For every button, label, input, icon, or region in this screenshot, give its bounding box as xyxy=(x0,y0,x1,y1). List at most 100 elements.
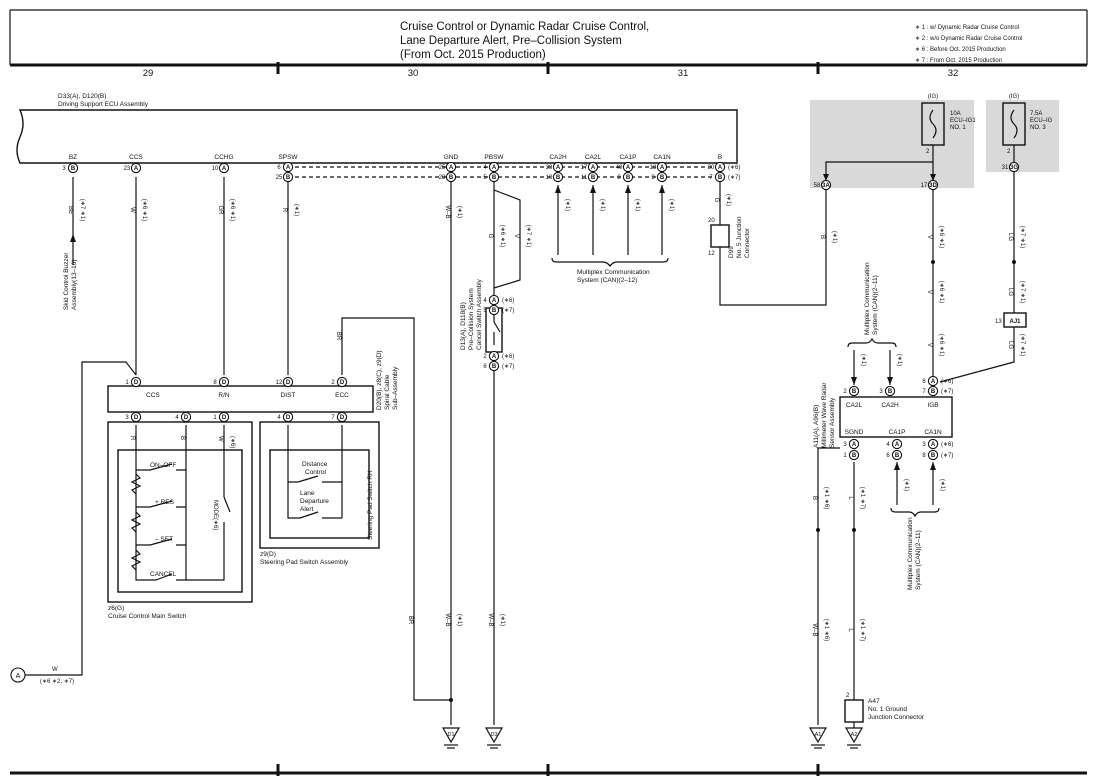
resistor-2 xyxy=(130,511,142,533)
title-line-3: (From Oct. 2015 Production) xyxy=(400,49,546,61)
wire-sgnd-l-color: L xyxy=(847,496,853,500)
pad-label-4: Departure xyxy=(300,498,329,505)
svg-text:B: B xyxy=(660,175,665,181)
pcs-name: Pre–Collision System xyxy=(468,288,475,350)
wire-ccs-note: (∗6 ∗1) xyxy=(141,199,147,221)
buzzer-name2: Assembly(13–16) xyxy=(71,259,78,310)
wire-sgnd-b-color: B xyxy=(811,496,817,500)
svg-text:A: A xyxy=(449,165,454,171)
main-wire-r: R xyxy=(129,436,135,441)
pcs-switch-blade xyxy=(493,321,501,333)
svg-text:B: B xyxy=(492,175,497,181)
svg-text:D: D xyxy=(184,415,189,421)
ecu-pin-ca1p-b: B8 xyxy=(617,171,634,183)
pcs-pin-3: A2 xyxy=(483,350,500,362)
fuse1-pin: 2 xyxy=(926,149,930,155)
svg-text:B: B xyxy=(556,175,561,181)
svg-text:39: 39 xyxy=(546,165,553,171)
spiral-cable-box xyxy=(107,385,374,413)
svg-text:A: A xyxy=(591,165,596,171)
can1-note-c: (∗1) xyxy=(634,199,640,211)
wire-spsw-note: (∗1) xyxy=(293,204,299,216)
ecu-ref: D33(A), D120(B) xyxy=(58,93,106,100)
pad-switch-outer xyxy=(259,421,380,549)
ecu-pin-ca2h-a: A39 xyxy=(546,161,564,173)
ground-d1: D1 xyxy=(441,727,461,749)
svg-text:A: A xyxy=(556,165,561,171)
svg-text:11: 11 xyxy=(581,175,588,181)
ecu-term-ca1n: CA1N xyxy=(653,154,671,161)
radar-term-ca1n: CA1N xyxy=(924,429,942,436)
radar-pin-ca1n-b: B8 xyxy=(922,449,939,461)
svg-text:B: B xyxy=(718,175,723,181)
wire-b-right: B xyxy=(819,235,825,239)
radar-name2: Sensor Assembly xyxy=(829,397,836,448)
junction-pin-top: 20 xyxy=(708,218,715,224)
svg-text:B: B xyxy=(931,453,936,459)
junction-name: No. 5 Junction xyxy=(736,216,743,258)
ecu-pin-ccs: A23 xyxy=(124,162,142,174)
pcs-note-1: (∗6) xyxy=(502,298,514,304)
sw-label-on-off: ON–OFF xyxy=(150,462,176,469)
junction-pin-bot: 12 xyxy=(708,251,715,257)
wire-lg-right-note: (∗7 ∗1) xyxy=(1019,226,1025,248)
spiral-term-rn: R/N xyxy=(218,392,230,399)
fuse1-amp: 10A xyxy=(950,111,961,117)
wire-v-right: V xyxy=(926,235,932,239)
spiral-name2: Sub–Assembly xyxy=(392,366,399,410)
radar-pin-sgnd-b: B1 xyxy=(843,449,860,461)
wire-ccs-color: W xyxy=(129,207,135,213)
svg-text:10: 10 xyxy=(212,166,219,172)
can2-name2: System (CAN)(2–11) xyxy=(872,275,879,335)
wire-lg-right3-note: (∗7 ∗1) xyxy=(1019,334,1025,356)
aj1-pin: 13 xyxy=(995,319,1002,325)
sw-on-off xyxy=(136,463,186,471)
radar-pin-ca1p-a: A4 xyxy=(886,438,903,450)
spiral-lower-pin-2: D1 xyxy=(213,411,230,423)
svg-text:1: 1 xyxy=(125,380,129,386)
column-31: 31 xyxy=(678,68,689,79)
svg-text:A: A xyxy=(852,442,857,448)
ecu-note-b7: (∗7) xyxy=(728,175,740,181)
pcs-pin-2: B5 xyxy=(483,304,500,316)
svg-text:25: 25 xyxy=(439,165,446,171)
ecu-pin-ca2l-b: B11 xyxy=(581,171,599,183)
svg-text:8: 8 xyxy=(922,453,926,459)
ecu-pin-gnd-a: A25 xyxy=(439,161,457,173)
svg-text:B: B xyxy=(852,453,857,459)
can3-name2: System (CAN)(2–11) xyxy=(915,530,922,590)
main-switch-ref: z6(G) xyxy=(108,605,124,612)
svg-text:D: D xyxy=(222,380,227,386)
wire-pbsw xyxy=(493,177,521,300)
wire-gnd-note: (∗1) xyxy=(456,206,462,218)
ground-jc-ref: A47 xyxy=(868,698,880,705)
svg-text:B: B xyxy=(852,389,857,395)
svg-text:D: D xyxy=(134,380,139,386)
pcs-ref: D13(A), D118(B) xyxy=(460,302,467,350)
wire-wb-bottom: W–B xyxy=(811,623,817,636)
can1-note-a: (∗1) xyxy=(564,199,570,211)
ecu-pin-ca1p-a: A40 xyxy=(616,161,634,173)
radar-note-6-bot: (∗6) xyxy=(941,442,953,448)
svg-text:A: A xyxy=(222,166,227,172)
svg-text:B: B xyxy=(895,453,900,459)
main-switch-name: Cruise Control Main Switch xyxy=(108,613,187,620)
aj1-label: AJ1 xyxy=(1009,319,1021,325)
wire-pbsw-note: (∗6 ∗1) xyxy=(499,225,505,247)
svg-text:D: D xyxy=(134,415,139,421)
ecu-pin-spsw-b: B25 xyxy=(276,171,294,183)
main-wire-w: W xyxy=(217,436,223,442)
ecu-pin-b-a: A30 xyxy=(708,161,726,173)
junction-ref: D99 xyxy=(728,246,735,258)
svg-text:7: 7 xyxy=(331,415,335,421)
wire-b-note: (∗1) xyxy=(725,194,731,206)
ground-jc-pin: 2 xyxy=(846,693,850,699)
svg-text:B: B xyxy=(492,364,497,370)
can-bus-3 xyxy=(890,462,940,518)
svg-text:17: 17 xyxy=(581,165,588,171)
svg-text:6: 6 xyxy=(277,165,281,171)
